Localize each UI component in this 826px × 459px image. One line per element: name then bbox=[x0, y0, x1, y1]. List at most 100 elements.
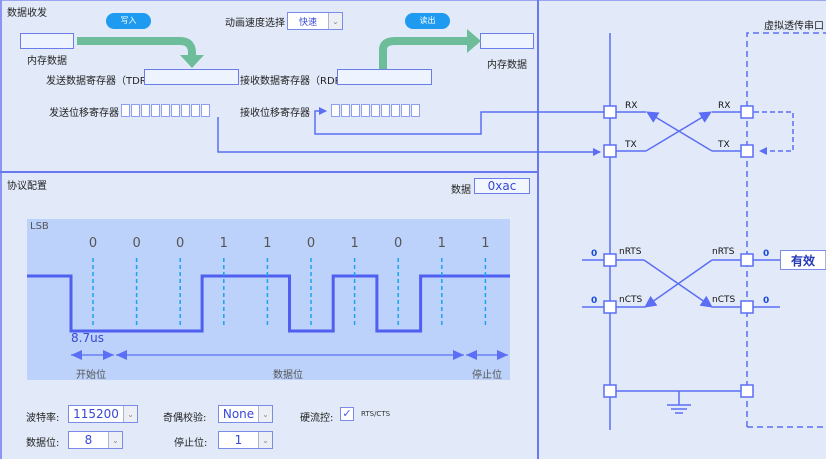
bit-value-label: 0 bbox=[394, 236, 403, 251]
cts-from-rts-cross bbox=[644, 259, 713, 308]
panel-divider-vertical bbox=[537, 0, 539, 459]
shift-register-cell bbox=[191, 104, 200, 117]
chevron-down-icon[interactable]: ⌄ bbox=[328, 13, 342, 29]
left-ncts-value: 0 bbox=[591, 296, 598, 306]
rx-from-tx-cross bbox=[646, 111, 713, 152]
bit-value-label: 0 bbox=[88, 236, 98, 251]
connection-pin bbox=[603, 384, 617, 398]
panel-divider-horizontal bbox=[0, 171, 538, 173]
left-nrts-label: nRTS bbox=[619, 247, 642, 257]
chevron-down-icon[interactable]: ⌄ bbox=[108, 432, 122, 448]
data-value-field[interactable]: 0xac bbox=[474, 178, 530, 194]
tx-shift-register bbox=[121, 104, 211, 117]
shift-register-cell bbox=[171, 104, 180, 117]
tx-shift-label: 发送位移寄存器 bbox=[49, 108, 119, 119]
stopbits-select-value: 1 bbox=[234, 433, 243, 447]
databits-select[interactable]: 8 ⌄ bbox=[68, 431, 123, 449]
read-flow-arrow bbox=[379, 37, 470, 69]
parity-select[interactable]: None ⌄ bbox=[218, 405, 273, 423]
bit-time-label: 8.7us bbox=[71, 331, 104, 345]
rts-state-select[interactable]: 有效 ⌄ bbox=[780, 250, 826, 270]
shift-register-cell bbox=[201, 104, 210, 117]
speed-select-value: 快速 bbox=[298, 17, 317, 28]
tx-line bbox=[217, 117, 601, 156]
flow-control-checkbox[interactable]: ✓ bbox=[340, 407, 354, 421]
memory-data-left-field[interactable] bbox=[20, 33, 74, 49]
check-icon: ✓ bbox=[342, 407, 352, 420]
section-title-protocol: 协议配置 bbox=[7, 181, 47, 192]
right-nrts-label: nRTS bbox=[712, 247, 735, 257]
bit-value-label: 1 bbox=[350, 236, 359, 251]
write-flow-arrow bbox=[77, 37, 196, 56]
left-rx-label: RX bbox=[625, 101, 638, 111]
shift-register-cell bbox=[341, 104, 350, 117]
stopbits-label: 停止位: bbox=[174, 438, 208, 449]
shift-register-cell bbox=[371, 104, 380, 117]
left-nrts-value: 0 bbox=[591, 249, 598, 259]
start-bit-label: 开始位 bbox=[76, 370, 106, 381]
rdr-field[interactable] bbox=[337, 69, 432, 85]
shift-register-cell bbox=[141, 104, 150, 117]
shift-register-cell bbox=[121, 104, 130, 117]
write-button[interactable]: 写入 bbox=[106, 13, 151, 29]
shift-register-cell bbox=[161, 104, 170, 117]
read-flow-arrowhead bbox=[467, 29, 481, 53]
bit-value-label: 1 bbox=[437, 236, 446, 251]
flow-control-option: RTS/CTS bbox=[361, 410, 391, 418]
virtual-port-frame bbox=[746, 32, 826, 427]
ground-icon bbox=[667, 391, 691, 414]
stopbits-select[interactable]: 1 ⌄ bbox=[218, 431, 273, 449]
virtual-port-label: 虚拟透传串口 bbox=[764, 21, 824, 32]
connection-pin bbox=[740, 300, 754, 314]
right-ncts-value: 0 bbox=[763, 296, 770, 306]
loopback-line bbox=[754, 111, 794, 155]
shift-register-cell bbox=[181, 104, 190, 117]
right-ncts-label: nCTS bbox=[712, 295, 736, 305]
left-tx-label: TX bbox=[625, 140, 637, 150]
chevron-down-icon[interactable]: ⌄ bbox=[123, 406, 137, 422]
connection-pin bbox=[740, 105, 754, 119]
write-flow-arrowhead bbox=[180, 55, 204, 68]
connection-pin bbox=[740, 144, 754, 158]
shift-register-cell bbox=[351, 104, 360, 117]
speed-label: 动画速度选择 bbox=[225, 18, 285, 29]
read-button[interactable]: 读出 bbox=[405, 13, 450, 29]
data-bits-label: 数据位 bbox=[273, 370, 303, 381]
connection-pin bbox=[603, 300, 617, 314]
memory-data-left-label: 内存数据 bbox=[27, 56, 67, 67]
shift-register-cell bbox=[331, 104, 340, 117]
speed-select[interactable]: 快速 ⌄ bbox=[287, 12, 343, 30]
bit-value-label: 1 bbox=[263, 236, 272, 251]
baud-select[interactable]: 115200 ⌄ bbox=[68, 405, 138, 423]
rx-shift-register bbox=[331, 104, 421, 117]
shift-register-cell bbox=[411, 104, 420, 117]
baud-label: 波特率: bbox=[26, 413, 60, 424]
flow-control-label: 硬流控: bbox=[300, 413, 334, 424]
memory-data-right-label: 内存数据 bbox=[487, 60, 527, 71]
connection-pin bbox=[740, 384, 754, 398]
shift-register-cell bbox=[361, 104, 370, 117]
tdr-field[interactable] bbox=[144, 69, 239, 85]
memory-data-right-field[interactable] bbox=[480, 33, 534, 49]
chevron-down-icon[interactable]: ⌄ bbox=[258, 432, 272, 448]
bit-value-label: 1 bbox=[481, 236, 490, 251]
tx-to-rx-cross bbox=[645, 111, 712, 152]
section-title-txrx: 数据收发 bbox=[7, 8, 47, 19]
right-tx-label: TX bbox=[718, 140, 730, 150]
shift-register-cell bbox=[131, 104, 140, 117]
databits-label: 数据位: bbox=[26, 438, 60, 449]
connection-pin bbox=[603, 253, 617, 267]
data-value-label: 数据 bbox=[451, 185, 471, 196]
connection-pin bbox=[603, 105, 617, 119]
bit-value-label: 0 bbox=[132, 236, 141, 251]
rts-state-select-value: 有效 bbox=[790, 253, 815, 268]
parity-select-value: None bbox=[222, 407, 255, 421]
chevron-down-icon[interactable]: ⌄ bbox=[258, 406, 272, 422]
right-nrts-value: 0 bbox=[763, 249, 770, 259]
shift-register-cell bbox=[151, 104, 160, 117]
parity-label: 奇偶校验: bbox=[163, 413, 207, 424]
left-edge bbox=[0, 0, 2, 459]
shift-register-cell bbox=[401, 104, 410, 117]
bit-value-label: 0 bbox=[306, 236, 316, 251]
baud-select-value: 115200 bbox=[73, 407, 119, 421]
